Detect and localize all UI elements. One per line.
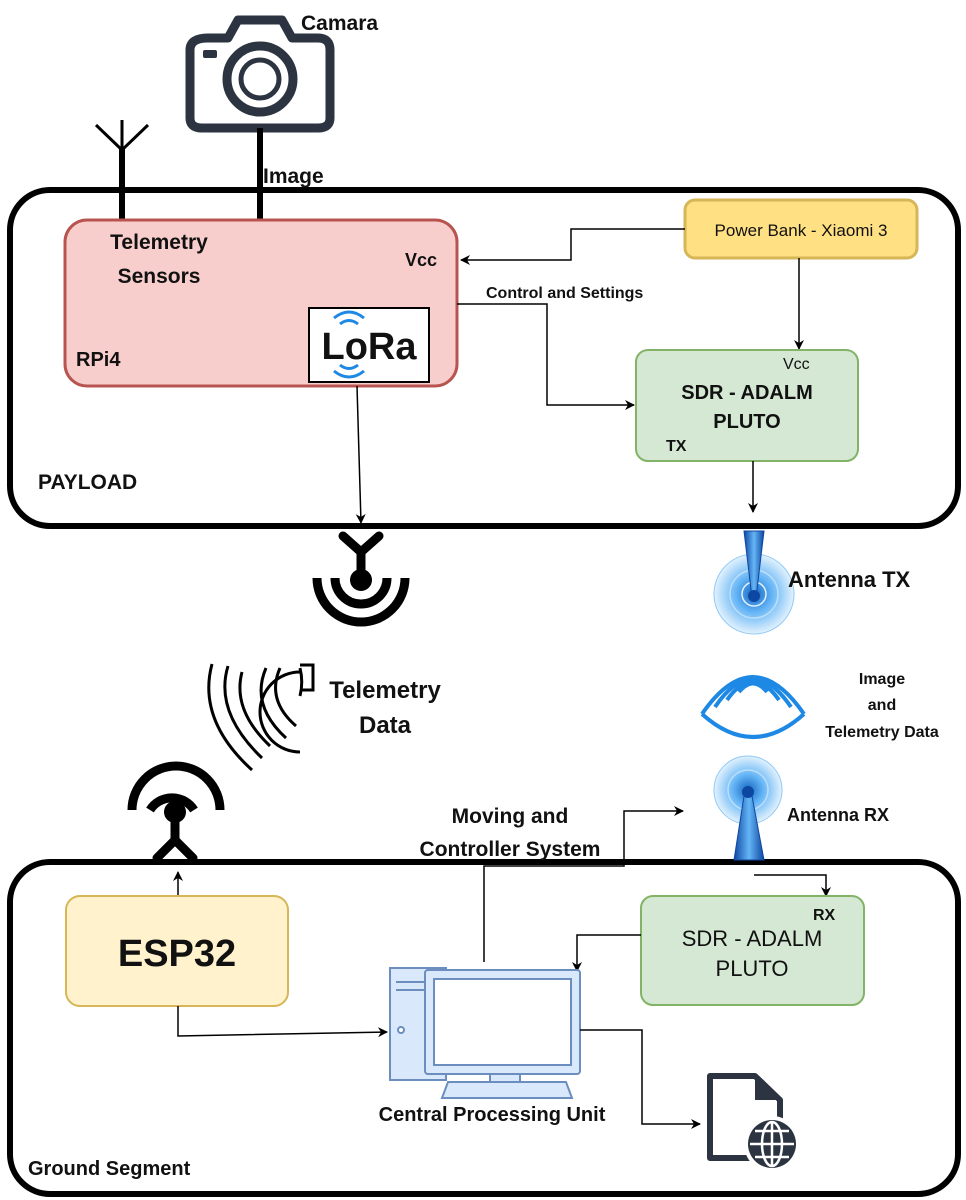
telemetry-data-label-1: Telemetry [329, 677, 441, 704]
antenna-tx-label: Antenna TX [788, 567, 911, 592]
lora-logo: LoRa [308, 307, 430, 383]
power-bank-label: Power Bank - Xiaomi 3 [715, 221, 888, 240]
sdr-tx-port-label: TX [666, 438, 687, 455]
ground-segment-container [7, 859, 961, 1197]
moving-system-connector [483, 806, 684, 962]
sdr-rx-port-label: RX [813, 907, 836, 924]
esp32-to-cpu-connector [177, 1006, 388, 1038]
sdr-rx-label-2: PLUTO [716, 956, 789, 981]
sdr-rx-block [640, 895, 865, 1006]
lora-antenna-icon [312, 531, 410, 627]
payload-label: PAYLOAD [38, 471, 137, 494]
vcc-rpi-label: Vcc [405, 250, 437, 270]
telemetry-data-label-2: Data [359, 712, 412, 739]
camera-label: Camara [301, 12, 378, 35]
moving-system-label-1: Moving and [452, 805, 569, 828]
sdr-tx-label-1: SDR - ADALM [681, 382, 812, 404]
cpu-label: Central Processing Unit [379, 1104, 606, 1126]
payload-container [7, 187, 961, 529]
sdr-tx-label-2: PLUTO [713, 411, 780, 433]
sdr-rx-to-cpu-connector [572, 934, 641, 972]
sdr-tx-vcc-label: Vcc [783, 356, 810, 373]
image-telemetry-label-1: Image [859, 671, 905, 688]
radio-waves-icon [207, 663, 315, 772]
control-settings-label: Control and Settings [486, 285, 643, 302]
esp32-label: ESP32 [118, 933, 236, 975]
esp32-block [65, 895, 289, 1007]
image-label: Image [263, 165, 324, 188]
dish-antenna-rx-icon [713, 755, 783, 861]
antenna-rx-to-sdr-connector [754, 874, 831, 897]
dish-antenna-tx-icon [713, 530, 795, 635]
rf-waves-icon [700, 675, 806, 739]
image-telemetry-label-2: and [868, 697, 896, 714]
control-settings-connector [457, 303, 635, 410]
rpi4-label: RPi4 [76, 349, 121, 371]
antenna-icon [94, 120, 150, 220]
camera-icon [185, 15, 335, 133]
image-telemetry-label-3: Telemetry Data [825, 724, 939, 741]
cpu-to-file-connector [580, 1029, 701, 1129]
computer-icon [389, 967, 581, 1099]
web-file-icon [707, 1073, 800, 1172]
moving-system-label-2: Controller System [420, 838, 601, 861]
esp32-antenna-icon [127, 761, 225, 863]
lora-text: LoRa [322, 326, 418, 368]
lora-to-antenna-connector [355, 385, 366, 524]
ground-segment-label: Ground Segment [28, 1158, 191, 1180]
telemetry-sensors-label-1: Telemetry [110, 231, 208, 254]
sdr-rx-label-1: SDR - ADALM [682, 926, 823, 951]
telemetry-sensors-label-2: Sensors [118, 265, 201, 288]
power-to-rpi-connector [460, 228, 685, 265]
sdr-tx-block [635, 349, 859, 462]
antenna-rx-label: Antenna RX [787, 805, 889, 825]
